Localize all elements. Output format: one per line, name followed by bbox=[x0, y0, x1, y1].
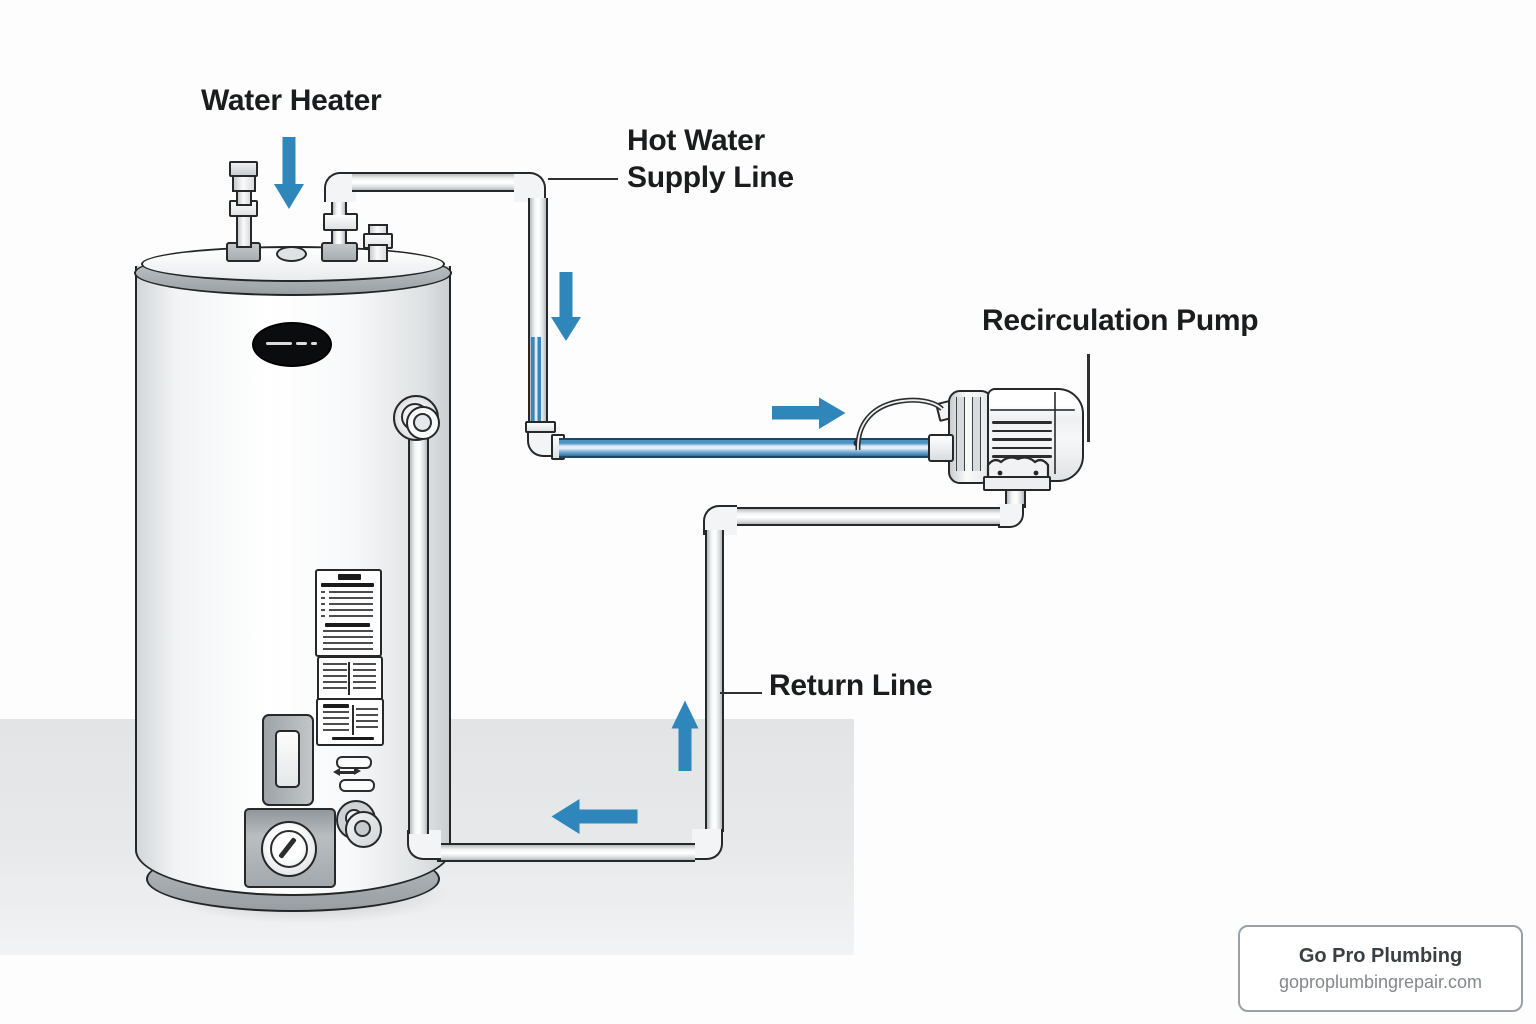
down-arrow-supply-icon bbox=[551, 272, 581, 341]
left-arrow-glyph-icon bbox=[333, 768, 340, 776]
gas-control-valve bbox=[244, 808, 336, 888]
arrow-bar-glyph bbox=[340, 770, 354, 774]
pump-mount-bracket bbox=[986, 456, 1050, 480]
valve-dial bbox=[261, 821, 317, 877]
branding-card: Go Pro Plumbing goproplumbingrepair.com bbox=[1238, 925, 1523, 1012]
instruction-label-sticker bbox=[316, 698, 384, 746]
right-arrow-glyph-icon bbox=[354, 767, 361, 775]
pump-inlet-nut bbox=[928, 434, 954, 462]
return-label-pointer bbox=[720, 691, 762, 694]
supply-pipe-to-pump bbox=[559, 438, 932, 458]
water-heater-label: Water Heater bbox=[201, 84, 382, 117]
brand-badge-oval bbox=[252, 322, 332, 367]
warning-label-sticker bbox=[317, 656, 383, 701]
supply-label-pointer bbox=[548, 177, 618, 180]
hot-water-supply-label-line2: Supply Line bbox=[627, 161, 794, 194]
pump-label-pointer bbox=[1087, 354, 1090, 442]
hot-water-supply-label-line1: Hot Water bbox=[627, 124, 765, 157]
company-name: Go Pro Plumbing bbox=[1298, 944, 1463, 967]
rating-label-sticker bbox=[315, 569, 382, 657]
recirculation-pump-label: Recirculation Pump bbox=[982, 304, 1259, 337]
pilot-viewport-slot bbox=[275, 730, 300, 788]
return-line-label: Return Line bbox=[769, 669, 933, 702]
airflow-graphic-bottom bbox=[339, 779, 375, 792]
pump-base-plate bbox=[983, 476, 1051, 491]
down-arrow-into-heater-icon bbox=[274, 137, 304, 209]
hot-water-supply-label: Hot Water Supply Line bbox=[627, 122, 794, 196]
company-website: goproplumbingrepair.com bbox=[1278, 971, 1483, 992]
top-port-bump bbox=[276, 246, 307, 262]
drain-valve-face bbox=[345, 811, 382, 848]
supply-pipe-water-blue bbox=[531, 337, 541, 431]
pilot-access-panel bbox=[262, 714, 314, 806]
right-arrow-to-pump-icon bbox=[772, 397, 846, 429]
